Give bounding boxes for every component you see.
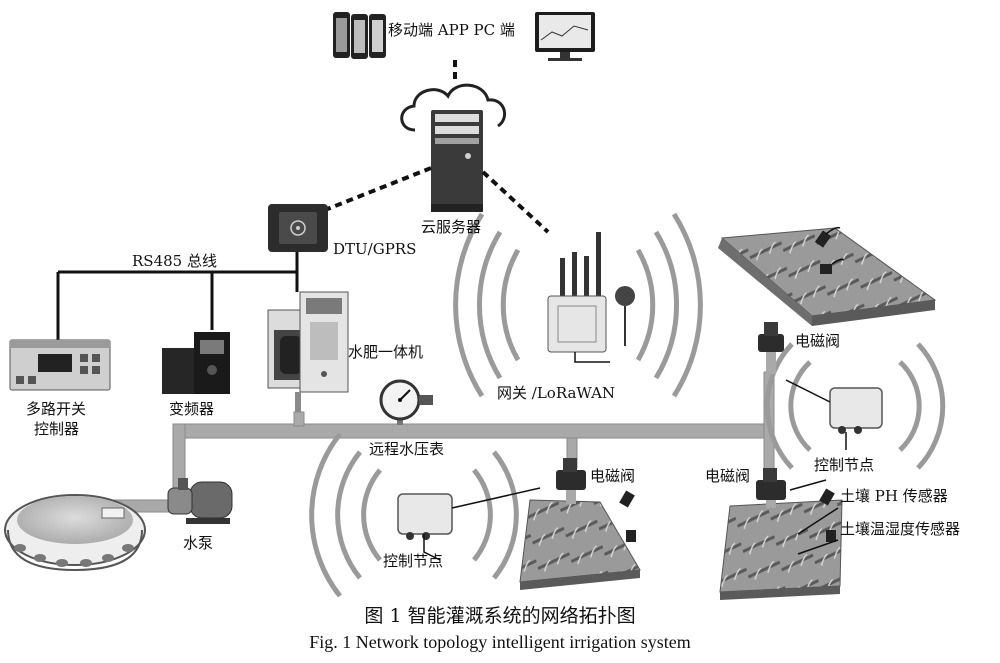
- node-right-label: 控制节点: [814, 456, 875, 474]
- rs485-bus: [56, 252, 299, 342]
- mobile-app-devices: [333, 12, 386, 59]
- valve-top-label: 电磁阀: [795, 332, 841, 350]
- soil-temp-hum-label: 土壤温湿度传感器: [840, 520, 961, 538]
- multi-switch-label-1: 多路开关: [26, 400, 87, 418]
- node-bottom-label: 控制节点: [383, 552, 444, 570]
- cloud-server-label: 云服务器: [421, 218, 482, 236]
- solenoid-valve-mid: [556, 458, 586, 504]
- pc-monitor: [535, 12, 595, 61]
- solenoid-valve-top: [758, 322, 784, 374]
- leader-lines: [789, 479, 839, 555]
- valve-right-label: 电磁阀: [705, 467, 751, 485]
- pressure-gauge-label: 远程水压表: [369, 440, 445, 458]
- soil-ph-label: 土壤 PH 传感器: [840, 487, 948, 505]
- sensor-probe: [819, 488, 836, 542]
- app-pc-label: 移动端 APP PC 端: [388, 21, 515, 39]
- pump-label: 水泵: [183, 534, 214, 552]
- inverter-label: 变频器: [169, 400, 215, 418]
- dtu-gprs-module: [268, 204, 328, 252]
- dtu-gprs-label: DTU/GPRS: [333, 240, 417, 258]
- solenoid-valve-right: [756, 468, 786, 508]
- control-node-right: [785, 379, 883, 450]
- multi-switch-controller: [9, 339, 111, 391]
- fertigation-label: 水肥一体机: [348, 343, 424, 361]
- gateway-label: 网关 /LoRaWAN: [497, 384, 616, 402]
- sensor-probe: [814, 226, 845, 274]
- lorawan-gateway: [547, 232, 635, 363]
- valve-mid-label: 电磁阀: [590, 467, 636, 485]
- sensor-probe: [619, 490, 636, 542]
- rs485-label: RS485 总线: [132, 252, 217, 270]
- field-bottom-right: [719, 488, 843, 600]
- fertigation-machine: [267, 291, 349, 426]
- field-bottom-middle: [519, 490, 641, 590]
- water-pump: [167, 478, 233, 524]
- cloud-server: [431, 110, 483, 212]
- frequency-inverter: [162, 332, 230, 394]
- caption-zh: 图 1 智能灌溉系统的网络拓扑图: [364, 605, 636, 627]
- node-right-signal-waves: [764, 342, 946, 470]
- multi-switch-label-2: 控制器: [34, 420, 80, 438]
- control-node-bottom: [397, 487, 541, 561]
- gateway-signal-waves: [453, 212, 703, 398]
- water-pool: [4, 494, 146, 572]
- node-bottom-signal-waves: [309, 432, 519, 598]
- field-top-right: [718, 226, 937, 326]
- caption-en: Fig. 1 Network topology intelligent irri…: [309, 632, 691, 652]
- pressure-gauge: [379, 379, 433, 425]
- network-topology-diagram: [4, 12, 946, 600]
